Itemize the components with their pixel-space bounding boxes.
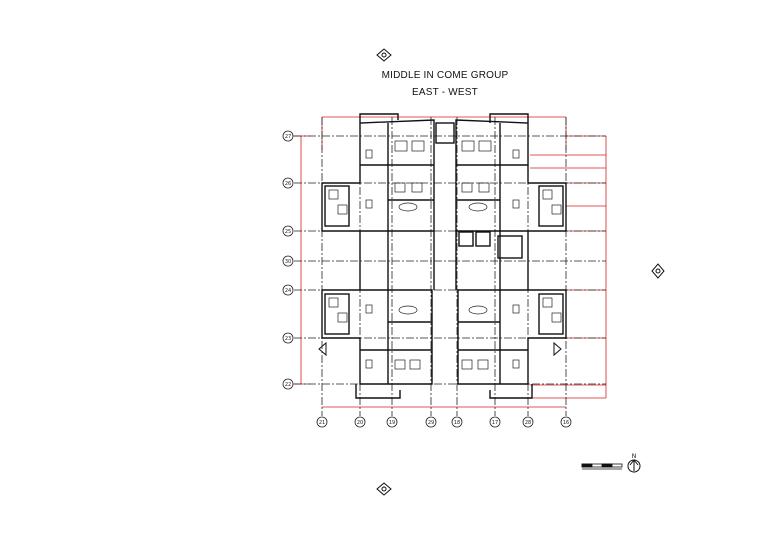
grid-label-row: 27	[285, 134, 291, 140]
furniture-item	[542, 297, 553, 308]
section-marker-top	[376, 48, 392, 62]
grid-bubble-col	[522, 416, 534, 428]
grid-bubble-row	[282, 225, 294, 237]
north-label: N	[632, 453, 637, 460]
furniture-item	[478, 182, 490, 193]
furniture-item	[461, 359, 473, 370]
furniture-item	[461, 140, 475, 152]
grid-bubble-row	[282, 130, 294, 142]
furniture-item	[409, 359, 421, 370]
furniture-item	[542, 189, 553, 200]
grid-label-col: 21	[319, 420, 325, 426]
north-arrow-icon	[627, 459, 641, 473]
furniture-item	[337, 204, 348, 215]
grid-bubble-col	[489, 416, 501, 428]
furniture-item	[512, 199, 520, 209]
furniture-item	[551, 204, 562, 215]
furniture-item	[512, 304, 520, 314]
furniture-item	[394, 359, 406, 370]
furniture-item	[478, 140, 492, 152]
grid-label-row: 23	[285, 336, 291, 342]
grid-bubble-row	[282, 378, 294, 390]
furniture-item	[411, 182, 423, 193]
grid-label-row: 30	[285, 259, 291, 265]
grid-bubble-col	[425, 416, 437, 428]
furniture-item	[411, 140, 425, 152]
furniture-item	[328, 297, 339, 308]
section-marker-left	[318, 341, 327, 357]
furniture-item	[328, 189, 339, 200]
grid-label-col: 29	[428, 420, 434, 426]
furniture-item	[337, 312, 348, 323]
grid-label-col: 17	[492, 420, 498, 426]
furniture-item	[365, 199, 373, 209]
drawing-title: MIDDLE IN COME GROUP	[381, 70, 509, 81]
grid-label-col: 16	[563, 420, 569, 426]
furniture-item	[477, 359, 489, 370]
grid-lines	[294, 117, 606, 416]
furniture-item	[365, 149, 373, 159]
grid-bubble-row	[282, 255, 294, 267]
dining-table	[468, 305, 488, 315]
furniture-item	[461, 182, 473, 193]
dimension-lines	[290, 116, 607, 408]
grid-bubbles: 27 26 25 30 24 23 22 21 20 19 29 18 17 28 16	[282, 130, 572, 428]
grid-label-col: 19	[389, 420, 395, 426]
furniture-item	[551, 312, 562, 323]
grid-label-col: 20	[357, 420, 363, 426]
grid-label-row: 25	[285, 229, 291, 235]
grid-bubble-col	[354, 416, 366, 428]
scale-bar	[581, 463, 623, 470]
grid-label-col: 18	[454, 420, 460, 426]
furniture	[328, 140, 562, 370]
furniture-item	[394, 182, 406, 193]
furniture-item	[512, 149, 520, 159]
dining-table	[468, 202, 488, 212]
section-marker-right-inner	[553, 341, 562, 357]
furniture-item	[365, 304, 373, 314]
grid-bubble-col	[316, 416, 328, 428]
grid-bubble-col	[451, 416, 463, 428]
grid-bubble-row	[282, 332, 294, 344]
furniture-item	[394, 140, 408, 152]
grid-label-col: 28	[525, 420, 531, 426]
dining-table	[398, 305, 418, 315]
grid-bubble-col	[386, 416, 398, 428]
grid-bubble-col	[560, 416, 572, 428]
section-marker-right	[651, 263, 665, 279]
grid-label-row: 24	[285, 288, 291, 294]
building-outline	[321, 113, 567, 399]
dining-table	[398, 202, 418, 212]
grid-label-row: 26	[285, 181, 291, 187]
furniture-item	[365, 359, 373, 369]
grid-label-row: 22	[285, 382, 291, 388]
section-marker-bottom	[376, 482, 392, 496]
drawing-subtitle: EAST - WEST	[412, 87, 478, 98]
grid-bubble-row	[282, 284, 294, 296]
furniture-item	[512, 359, 520, 369]
grid-bubble-row	[282, 177, 294, 189]
